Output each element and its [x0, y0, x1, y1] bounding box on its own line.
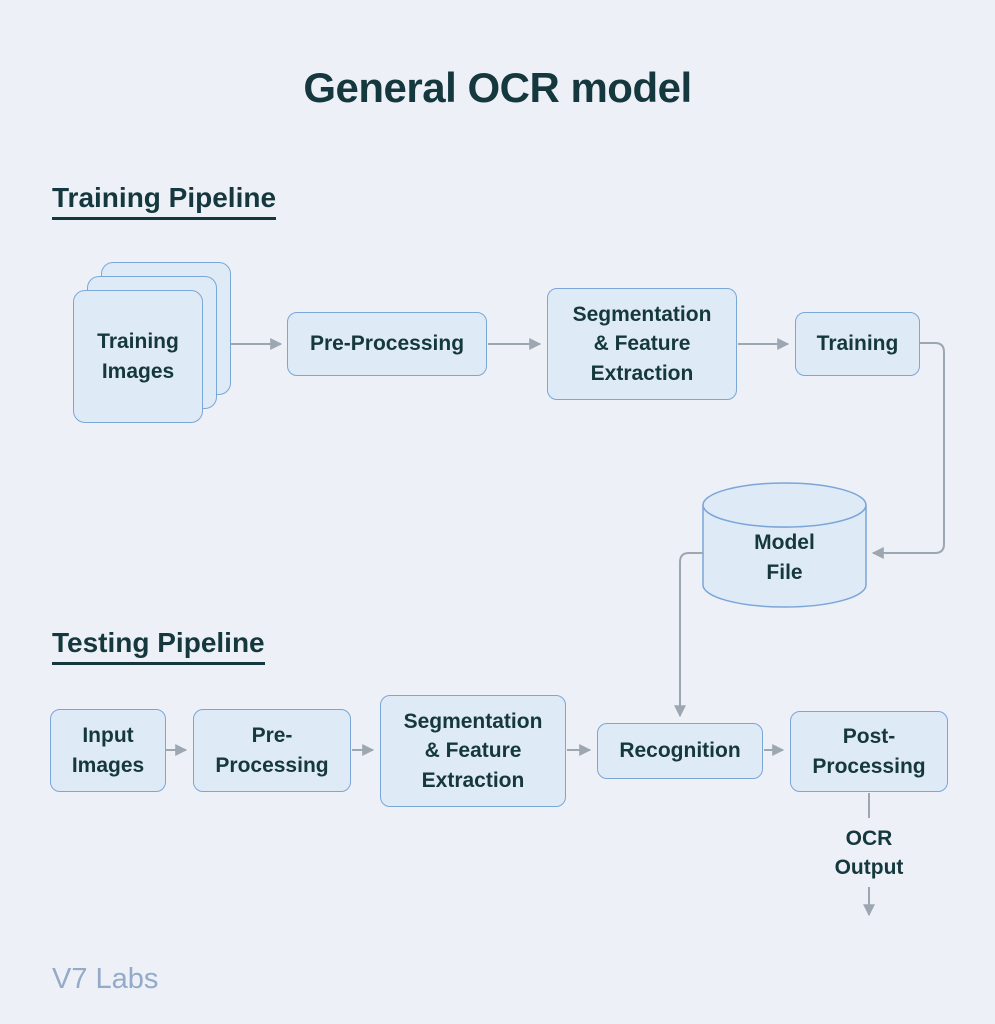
training-pipeline-heading: Training Pipeline	[52, 182, 277, 220]
page-title: General OCR model	[303, 64, 692, 111]
ocr-output-label: OCR Output	[834, 827, 904, 880]
node-segmentation-testing: Segmentation & Feature Extraction	[380, 695, 566, 807]
v7-labs-watermark: V7 Labs	[52, 963, 159, 995]
model-file-cylinder-top	[702, 482, 867, 528]
testing-pipeline-heading: Testing Pipeline	[52, 627, 265, 665]
node-pre-processing-training: Pre-Processing	[287, 312, 487, 376]
node-recognition: Recognition	[597, 723, 763, 779]
arrow-model-file-to-recognition	[674, 552, 703, 718]
node-training: Training	[795, 312, 920, 376]
node-input-images: Input Images	[50, 709, 166, 792]
node-segmentation-training: Segmentation & Feature Extraction	[547, 288, 737, 400]
node-pre-processing-testing: Pre- Processing	[193, 709, 351, 792]
node-post-processing: Post- Processing	[790, 711, 948, 792]
node-model-file-label: Model File	[754, 531, 815, 585]
node-training-images: Training Images	[73, 290, 203, 423]
